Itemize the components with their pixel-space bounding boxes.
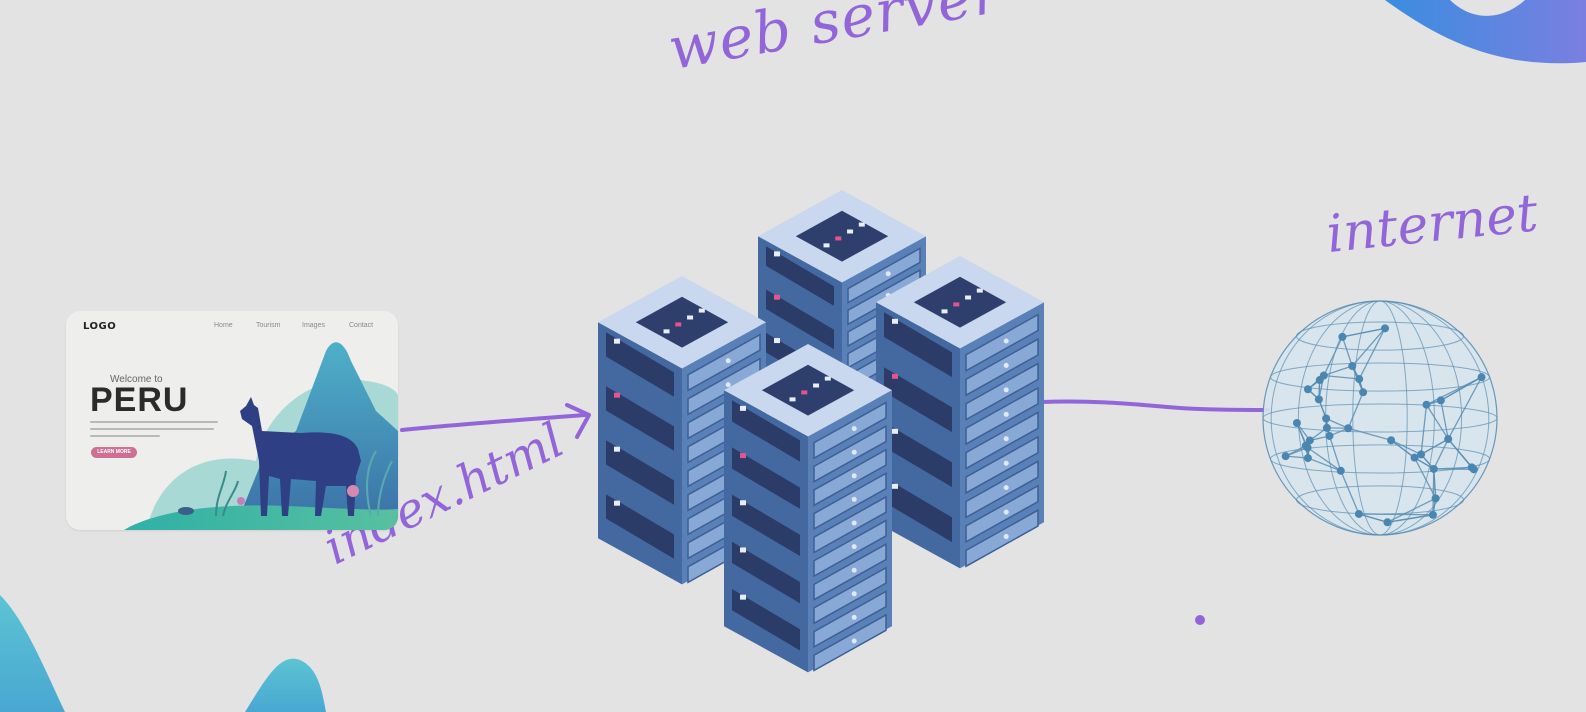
pen-dot bbox=[1195, 615, 1205, 625]
mockup-nav-images: Images bbox=[302, 322, 325, 329]
mockup-headline: PERU bbox=[90, 381, 189, 419]
server-to-internet-line bbox=[1040, 399, 1270, 412]
mockup-nav-contact: Contact bbox=[349, 322, 374, 329]
mockup-nav-tourism: Tourism bbox=[256, 322, 281, 329]
mockup-body-line bbox=[90, 435, 160, 437]
mockup-body-line bbox=[90, 428, 214, 430]
mockup-learn-more-button: LEARN MORE bbox=[91, 447, 137, 458]
server-rack-icon bbox=[876, 256, 1044, 569]
arrowhead bbox=[565, 403, 591, 439]
mockup-nav-home: Home bbox=[214, 322, 233, 329]
bottom-hill bbox=[245, 658, 326, 712]
website-mockup: LOGO Home Tourism Images Contact Welcome… bbox=[66, 311, 398, 530]
arrow-to-server bbox=[400, 413, 587, 432]
mockup-body-line bbox=[90, 421, 218, 423]
corner-wave-bottom-left bbox=[0, 595, 65, 712]
corner-wave-top-right bbox=[1385, 0, 1586, 64]
llama-scene-illustration bbox=[124, 342, 398, 530]
server-rack-icon bbox=[724, 344, 892, 673]
mockup-welcome: Welcome to bbox=[110, 374, 163, 385]
mockup-logo: LOGO bbox=[83, 321, 117, 332]
llama-icon bbox=[240, 397, 361, 516]
